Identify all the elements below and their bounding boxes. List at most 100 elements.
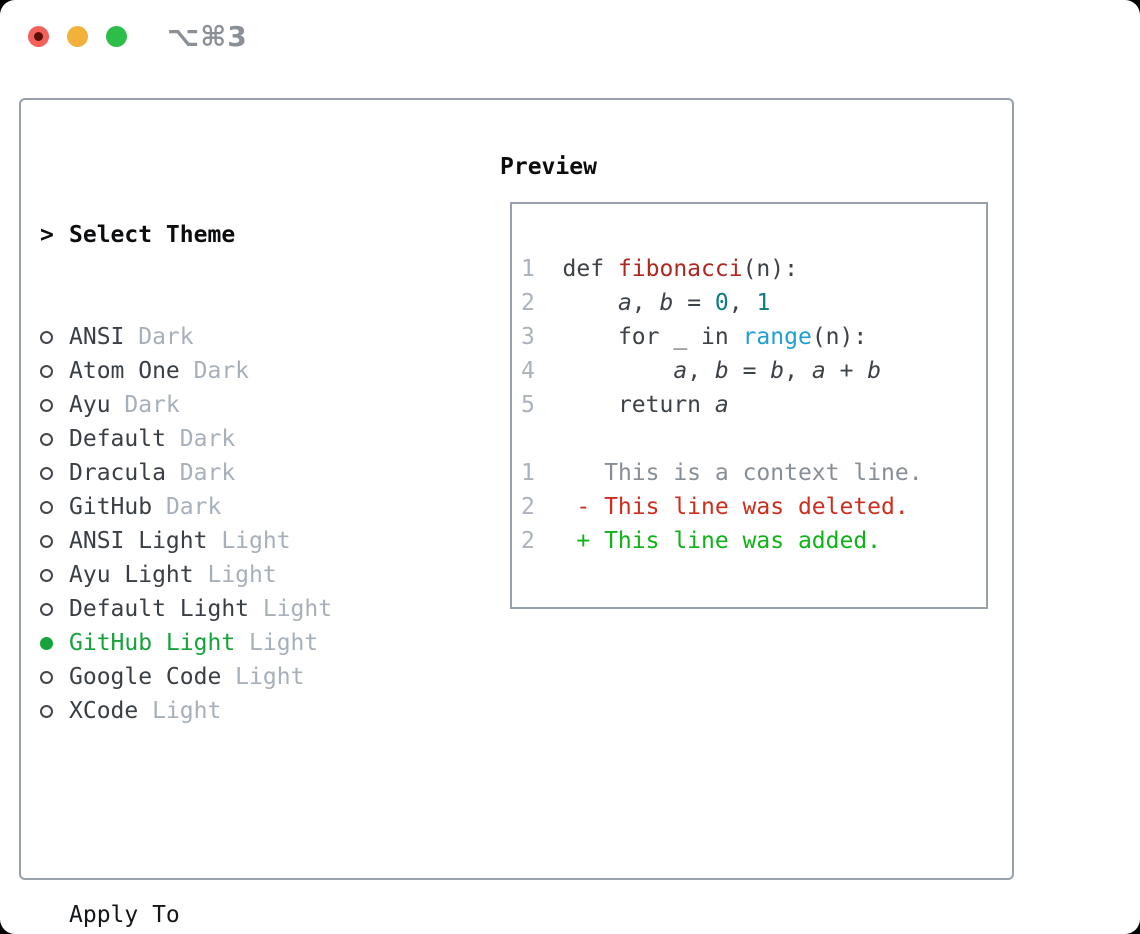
theme-variant-tag: Light — [221, 664, 305, 690]
theme-option-dracula[interactable]: Dracula Dark — [40, 456, 428, 490]
code-segment-var: b — [714, 358, 729, 384]
code-segment-pl: , — [784, 358, 812, 384]
code-segment-add: + This line was added. — [576, 528, 882, 554]
option-label: GitHub — [69, 494, 153, 520]
minimize-button[interactable] — [67, 26, 88, 47]
radio-icon — [40, 603, 53, 616]
radio-icon — [40, 399, 53, 412]
theme-option-default-light[interactable]: Default Light Light — [40, 592, 428, 626]
apply-to-heading: Apply To — [69, 902, 180, 928]
zoom-button[interactable] — [106, 26, 127, 47]
code-segment-pl: for _ in — [617, 324, 743, 350]
radio-icon — [40, 671, 53, 684]
option-label: Default — [69, 426, 166, 452]
radio-icon — [40, 490, 69, 524]
unsaved-dot-icon — [34, 32, 43, 41]
code-segment-var: b — [659, 290, 674, 316]
code-segment-num: 0 — [714, 290, 729, 316]
theme-option-atom-one[interactable]: Atom One Dark — [40, 354, 428, 388]
theme-option-ayu[interactable]: Ayu Dark — [40, 388, 428, 422]
theme-option-ayu-light[interactable]: Ayu Light Light — [40, 558, 428, 592]
code-segment-var: a — [617, 290, 632, 316]
option-label: Default Light — [69, 596, 250, 622]
code-segment-num: 1 — [756, 290, 771, 316]
prompt-icon: > — [40, 222, 54, 248]
theme-variant-tag: Light — [193, 562, 277, 588]
code-segment-ln: 5 — [521, 392, 618, 418]
theme-option-ansi[interactable]: ANSI Dark — [40, 320, 428, 354]
code-segment-var: b — [770, 358, 785, 384]
theme-variant-tag: Light — [207, 528, 291, 554]
radio-icon — [40, 422, 69, 456]
code-segment-pl: + — [825, 358, 868, 384]
code-segment-ln: 4 — [521, 358, 674, 384]
theme-variant-tag: Dark — [165, 460, 236, 486]
theme-variant-tag: Dark — [152, 494, 222, 520]
theme-option-xcode[interactable]: XCode Light — [40, 694, 428, 728]
select-theme-heading: >Select Theme — [40, 218, 428, 252]
option-label: GitHub Light — [69, 630, 236, 656]
radio-icon — [40, 354, 69, 388]
theme-variant-tag: Light — [138, 698, 222, 724]
code-segment-pl: def — [562, 256, 618, 282]
theme-option-github-light[interactable]: GitHub Light Light — [40, 626, 428, 660]
radio-icon — [40, 467, 53, 480]
code-segment-pl: return — [617, 392, 715, 418]
code-segment-pl: = — [673, 290, 715, 316]
radio-selected-icon — [40, 626, 69, 660]
radio-icon — [40, 592, 69, 626]
spacer — [40, 796, 428, 830]
option-label: Atom One — [69, 358, 180, 384]
radio-icon — [40, 524, 69, 558]
code-segment-ln: 1 — [521, 256, 563, 282]
code-segment-var: a — [673, 358, 688, 384]
code-segment-fn: fibonacci — [617, 256, 743, 282]
code-segment-pl: (n): — [811, 324, 868, 350]
option-label: Dracula — [69, 460, 166, 486]
code-segment-ln: 3 — [521, 324, 618, 350]
radio-icon — [40, 535, 53, 548]
code-segment-pl: , — [631, 290, 660, 316]
radio-icon — [40, 388, 69, 422]
code-segment-pl: , — [687, 358, 715, 384]
theme-option-ansi-light[interactable]: ANSI Light Light — [40, 524, 428, 558]
code-segment-ln: 2 — [521, 528, 577, 554]
radio-icon — [40, 320, 69, 354]
preview-title: Preview — [500, 154, 597, 180]
code-segment-pl: (n): — [742, 256, 798, 282]
radio-selected-icon — [40, 637, 53, 650]
tab-shortcut-label: ⌥⌘3 — [167, 20, 248, 53]
code-segment-del: - This line was deleted. — [576, 494, 909, 520]
radio-icon — [40, 660, 69, 694]
close-button[interactable] — [28, 26, 49, 47]
option-label: Ayu Light — [69, 562, 194, 588]
radio-icon — [40, 331, 53, 344]
theme-option-google-code[interactable]: Google Code Light — [40, 660, 428, 694]
code-segment-ctx: This is a context line. — [604, 460, 923, 486]
theme-variant-tag: Dark — [124, 324, 194, 350]
radio-icon — [40, 705, 53, 718]
code-segment-pl: , — [728, 290, 757, 316]
radio-icon — [40, 456, 69, 490]
code-segment-call: range — [742, 324, 812, 350]
theme-option-github[interactable]: GitHub Dark — [40, 490, 428, 524]
theme-variant-tag: Dark — [110, 392, 180, 418]
radio-icon — [40, 558, 69, 592]
preview-box: 1 def fibonacci(n): 2 a, b = 0, 1 3 for … — [510, 202, 988, 609]
option-label: XCode — [69, 698, 139, 724]
radio-icon — [40, 694, 69, 728]
code-segment-var: a — [714, 392, 729, 418]
radio-icon — [40, 365, 53, 378]
code-segment-pl: = — [728, 358, 771, 384]
code-preview: 1 def fibonacci(n): 2 a, b = 0, 1 3 for … — [521, 252, 923, 558]
code-segment-var: a — [811, 358, 826, 384]
option-label: ANSI Light — [69, 528, 208, 554]
option-label: ANSI — [69, 324, 125, 350]
theme-option-default[interactable]: Default Dark — [40, 422, 428, 456]
radio-icon — [40, 433, 53, 446]
theme-variant-tag: Dark — [179, 358, 250, 384]
code-segment-ln: 2 — [521, 290, 618, 316]
